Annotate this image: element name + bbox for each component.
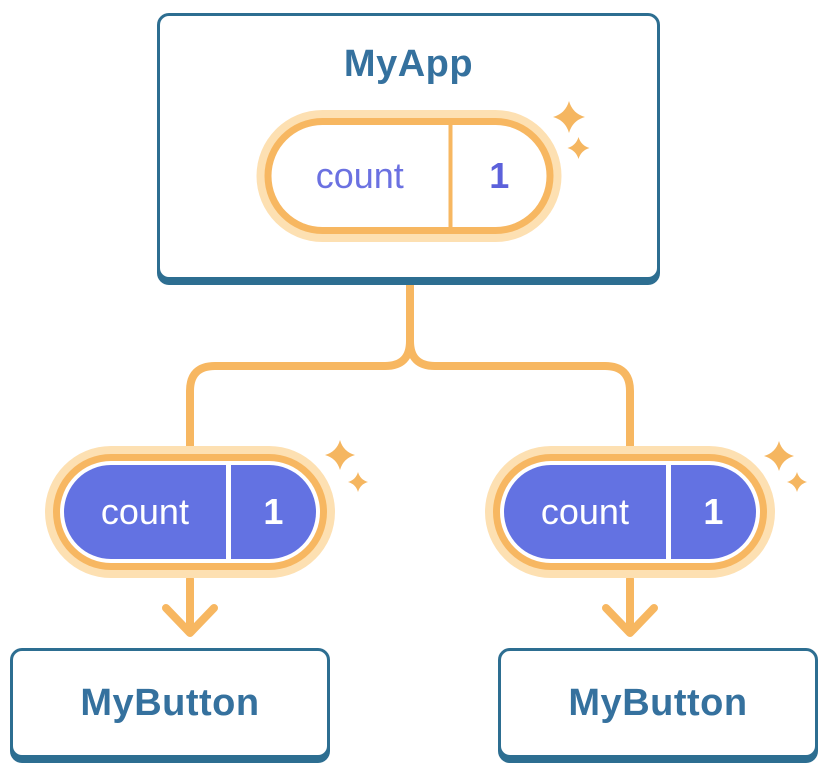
prop-pill-body: count 1: [64, 465, 316, 559]
arrow-down-left: [162, 575, 218, 637]
prop-pill-value: 1: [263, 491, 284, 532]
prop-pill-ring: count 1: [53, 454, 327, 570]
state-pill-divider: [448, 125, 453, 227]
component-title: MyApp: [343, 43, 474, 85]
component-title: MyButton: [80, 681, 260, 724]
prop-pill-gap: count 1: [500, 461, 760, 563]
sparkle-icon: [325, 440, 368, 492]
prop-pill-right: count 1: [485, 446, 775, 578]
state-pill-label: count: [315, 155, 404, 196]
prop-pill-label: count: [100, 491, 189, 532]
state-pill: count 1: [256, 110, 561, 242]
component-card-mybutton-left: MyButton: [10, 648, 330, 758]
prop-pill-divider: [225, 465, 231, 559]
component-card-myapp: MyApp count 1: [157, 13, 660, 280]
prop-pill-ring: count 1: [493, 454, 767, 570]
prop-pill-gap: count 1: [60, 461, 320, 563]
sparkle-icon: [764, 441, 807, 492]
state-pill-value: 1: [489, 155, 510, 196]
state-pill-ring: count 1: [264, 118, 553, 234]
state-pill-body: count 1: [271, 125, 546, 227]
arrow-down-right: [602, 575, 658, 637]
prop-pill-body: count 1: [504, 465, 756, 559]
prop-pill-divider: [665, 465, 671, 559]
component-card-mybutton-right: MyButton: [498, 648, 818, 758]
prop-pill-value: 1: [703, 491, 724, 532]
component-title: MyButton: [568, 681, 748, 724]
prop-pill-left: count 1: [45, 446, 335, 578]
prop-pill-label: count: [540, 491, 629, 532]
fork-connector: [186, 279, 634, 451]
